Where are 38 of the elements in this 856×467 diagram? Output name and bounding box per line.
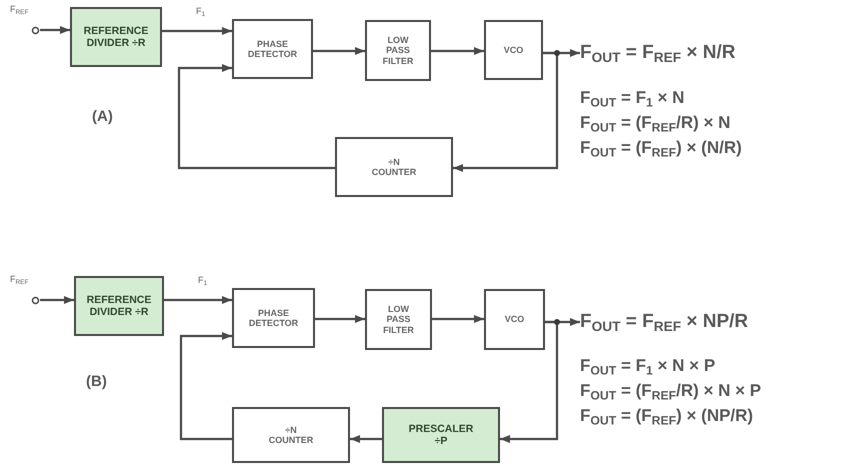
arrow [180, 332, 232, 440]
formula-text: F$_{OUT}$ = (F$_{REF}$/R) × N × P [580, 381, 762, 401]
block-box: ÷N COUNTER [232, 407, 350, 463]
arrow [500, 320, 558, 443]
formula-text: F$_{OUT}$ = F$_{1}$ × N × P [580, 356, 716, 376]
block-box: ÷N COUNTER [335, 137, 453, 197]
arrow [162, 27, 232, 35]
arrow [178, 64, 335, 170]
block-box: VCO [484, 289, 545, 350]
output-formula: F$_{OUT}$ = F$_{REF}$ × NP/R [580, 307, 850, 337]
formula-text: F$_{OUT}$ = (F$_{REF}$/R) × N [580, 113, 730, 133]
arrow [40, 296, 74, 304]
arrow [164, 296, 232, 304]
edge-label: F$_{1}$ [195, 6, 206, 16]
panel-label: (A) [92, 108, 113, 125]
arrow [313, 47, 365, 55]
arrow [431, 47, 484, 55]
formula-text: F$_{OUT}$ = (F$_{REF}$) × (NP/R) [580, 406, 754, 426]
block-box: LOW PASS FILTER [365, 289, 432, 350]
arrow [432, 315, 484, 323]
block-box: REFERENCE DIVIDER ÷R [70, 7, 162, 67]
block-box: PRESCALER ÷P [382, 407, 500, 463]
formula-text: F$_{OUT}$ = (F$_{REF}$) × (N/R) [580, 138, 742, 158]
arrow [350, 435, 382, 443]
block-box: LOW PASS FILTER [365, 20, 431, 81]
output-formula: F$_{OUT}$ = F$_{REF}$ × N/R [580, 38, 840, 68]
block-box: VCO [484, 20, 543, 80]
signal-label: F$_{REF}$ [10, 274, 28, 284]
block-box: PHASE DETECTOR [232, 19, 313, 79]
panel-label: (B) [86, 373, 107, 390]
arrow [453, 52, 558, 172]
block-box: REFERENCE DIVIDER ÷R [74, 276, 164, 336]
arrow [40, 26, 70, 34]
formula-text: F$_{OUT}$ = F$_{1}$ × N [580, 88, 684, 108]
block-box: PHASE DETECTOR [232, 288, 315, 348]
arrow [315, 315, 365, 323]
edge-label: F$_{1}$ [197, 275, 208, 285]
signal-label: F$_{REF}$ [10, 4, 28, 14]
